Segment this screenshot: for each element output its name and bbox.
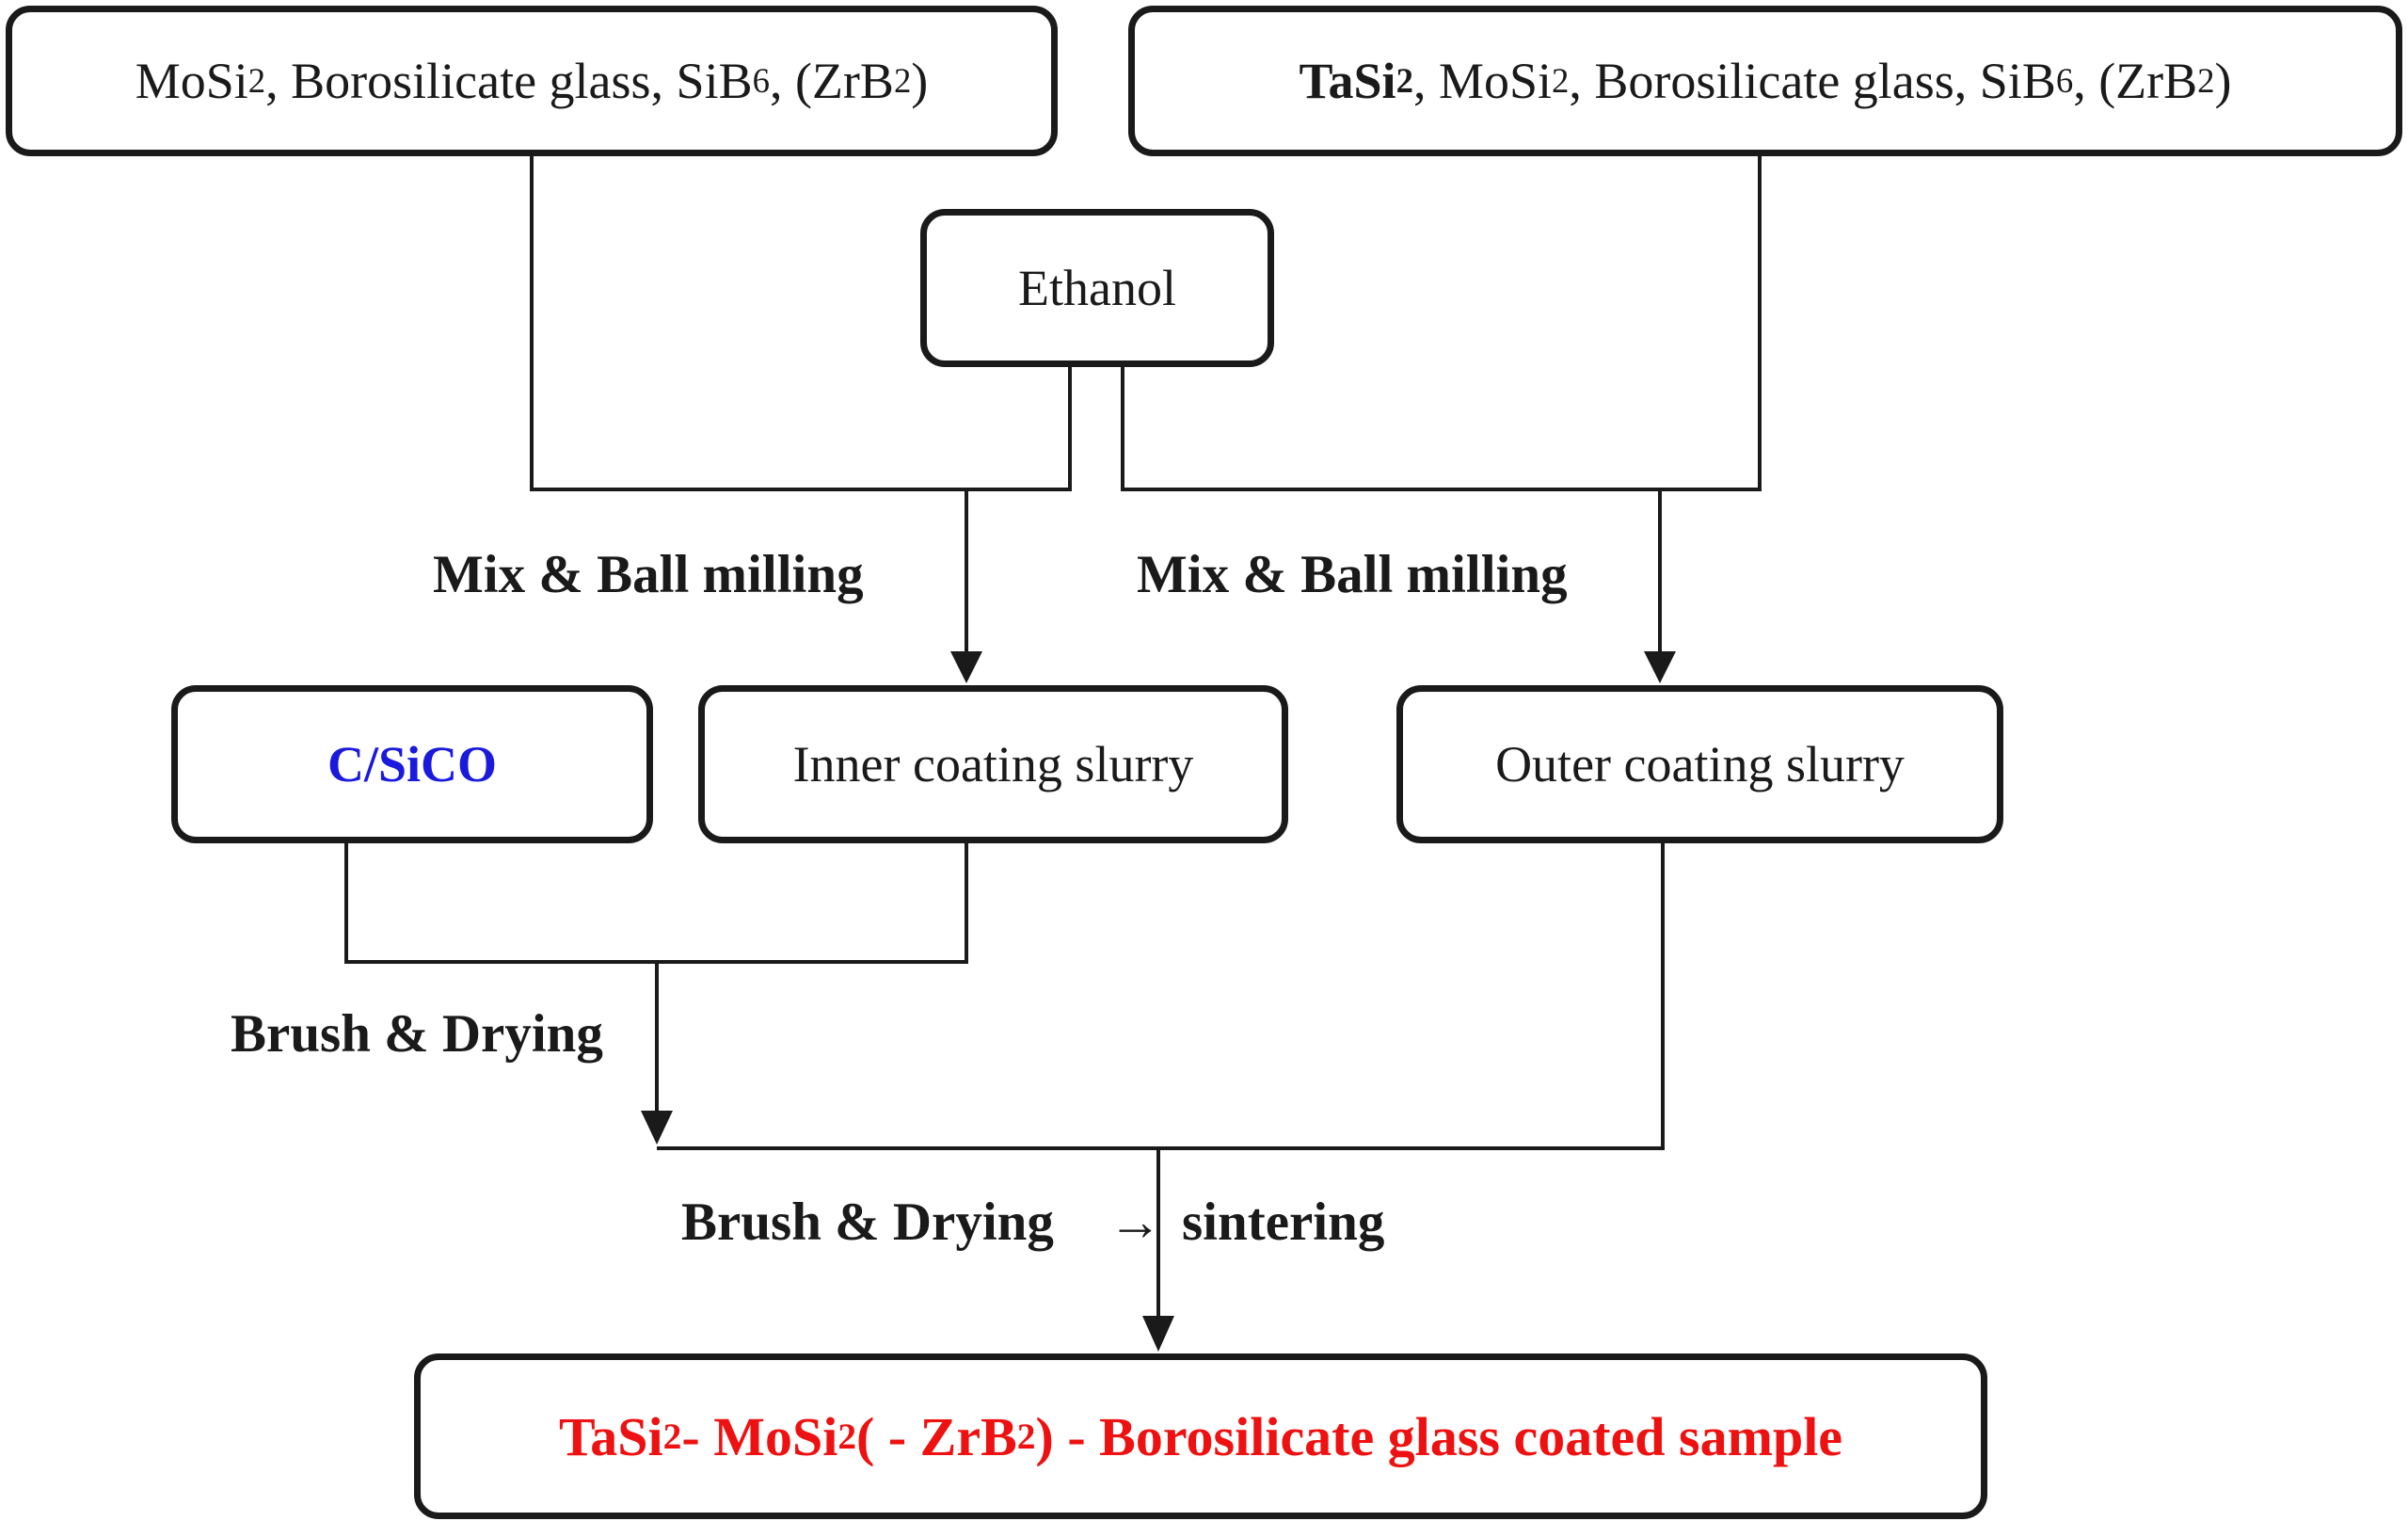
arrowhead-brush [641, 1111, 673, 1145]
connector-right-input-to-mix [1121, 156, 1762, 491]
inner-materials-text: ) [911, 53, 929, 109]
step-arrow-glyph: → [1108, 1193, 1162, 1252]
arrowhead-result [1142, 1316, 1174, 1352]
step-brush-drying-1: Brush & Drying [231, 1004, 603, 1064]
result-text: - MoSi [681, 1405, 838, 1467]
step-brush-drying-2: Brush & Drying [681, 1193, 1054, 1252]
inner-slurry-label: Inner coating slurry [792, 736, 1194, 793]
outer-materials-text: ) [2214, 53, 2232, 109]
arrowhead-inner [950, 651, 982, 683]
step-sintering: sintering [1182, 1193, 1385, 1252]
outer-materials-text: , (ZrB [2073, 53, 2198, 109]
connector-outer-to-brush [657, 843, 1665, 1150]
outer-materials-text: , MoSi [1412, 53, 1552, 109]
ethanol-box: Ethanol [920, 209, 1274, 367]
substrate-label: C/SiCO [327, 736, 498, 793]
outer-materials-bold-text: TaSi [1299, 53, 1396, 109]
connector-substrate-inner-join [344, 843, 968, 964]
result-text: TaSi [558, 1405, 663, 1467]
result-text: ( - ZrB [856, 1405, 1017, 1467]
outer-materials-text: , Borosilicate glass, SiB [1569, 53, 2056, 109]
inner-materials-text: , (ZrB [769, 53, 894, 109]
inner-materials-text: , Borosilicate glass, SiB [265, 53, 753, 109]
substrate-box: C/SiCO [171, 685, 653, 843]
outer-coating-slurry-box: Outer coating slurry [1396, 685, 2003, 843]
result-text: ) - Borosilicate glass coated sample [1035, 1405, 1843, 1467]
inner-materials-text: MoSi [135, 53, 248, 109]
step-mix-ball-milling-right: Mix & Ball milling [1137, 545, 1568, 604]
connector-left-input-to-mix [530, 156, 1072, 491]
ethanol-label: Ethanol [1018, 260, 1176, 316]
arrowhead-outer [1644, 651, 1676, 683]
inner-coating-slurry-box: Inner coating slurry [698, 685, 1288, 843]
outer-slurry-label: Outer coating slurry [1495, 736, 1905, 793]
step-mix-ball-milling-left: Mix & Ball milling [433, 545, 864, 604]
